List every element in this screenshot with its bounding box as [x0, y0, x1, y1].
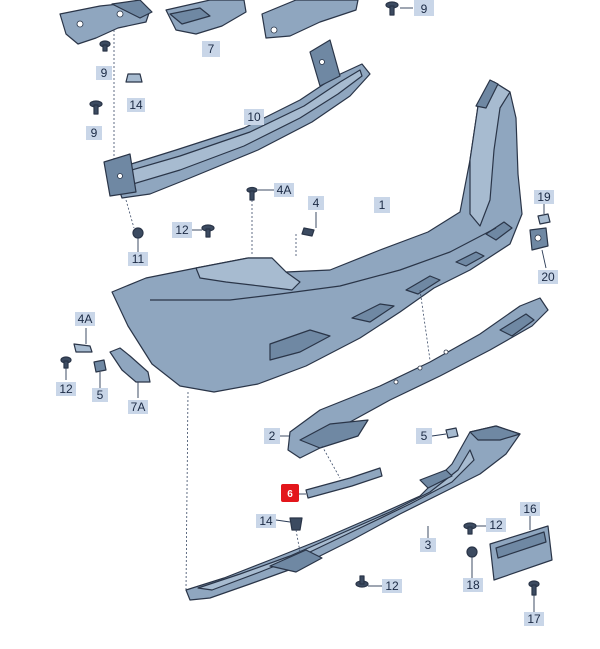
svg-text:9: 9	[101, 66, 108, 80]
svg-text:4A: 4A	[277, 183, 292, 197]
callout-6-selected[interactable]: 6	[281, 484, 299, 502]
callout-20[interactable]: 20	[538, 270, 558, 284]
callout-11[interactable]: 11	[128, 252, 148, 266]
callout-7A[interactable]: 7A	[128, 400, 148, 414]
callout-19[interactable]: 19	[534, 190, 554, 204]
clip-14-top	[125, 73, 143, 83]
svg-text:6: 6	[287, 489, 293, 500]
svg-text:5: 5	[421, 429, 428, 443]
bracket-7	[165, 0, 247, 35]
callout-3[interactable]: 3	[420, 538, 436, 552]
svg-text:4: 4	[313, 196, 320, 210]
svg-text:14: 14	[259, 514, 273, 528]
callout-12-left[interactable]: 12	[56, 382, 76, 396]
bracket-left-top	[59, 0, 153, 45]
callout-9-low[interactable]: 9	[86, 126, 102, 140]
callout-4A-left[interactable]: 4A	[75, 312, 95, 326]
svg-text:12: 12	[175, 223, 189, 237]
clip-9-left	[99, 40, 111, 52]
svg-text:14: 14	[129, 98, 143, 112]
nut-18	[466, 546, 478, 558]
svg-text:17: 17	[527, 612, 541, 626]
screw-9-low	[89, 100, 103, 115]
plate-bracket-16	[489, 525, 553, 581]
screw-12-mid	[201, 224, 215, 238]
callout-9-left[interactable]: 9	[96, 66, 112, 80]
callout-7[interactable]: 7	[202, 41, 220, 57]
screw-12-bottom	[355, 575, 369, 588]
svg-text:11: 11	[132, 252, 145, 266]
callout-12-bottom[interactable]: 12	[382, 579, 402, 593]
reflector-strip-6	[305, 467, 383, 499]
callout-14-bottom[interactable]: 14	[256, 514, 276, 528]
svg-text:7A: 7A	[131, 400, 146, 414]
svg-text:3: 3	[425, 538, 432, 552]
callout-12-mid[interactable]: 12	[172, 222, 192, 238]
nut-11	[132, 227, 144, 239]
crossbeam-10	[103, 39, 371, 199]
callout-10[interactable]: 10	[244, 109, 264, 125]
svg-text:12: 12	[385, 579, 399, 593]
clip-14-bottom	[289, 517, 303, 531]
svg-text:7: 7	[208, 42, 215, 56]
svg-text:16: 16	[523, 502, 537, 516]
svg-text:20: 20	[541, 270, 555, 284]
guide-7A	[109, 347, 151, 383]
svg-text:12: 12	[489, 518, 503, 532]
svg-text:12: 12	[59, 382, 73, 396]
screw-17	[528, 580, 540, 596]
clip-5-left	[93, 359, 107, 373]
bracket-right-top	[261, 0, 359, 39]
trim-strip-2	[287, 297, 549, 459]
sensor-holder-20	[529, 227, 549, 251]
callout-4A-top[interactable]: 4A	[274, 183, 294, 197]
callout-17[interactable]: 17	[524, 612, 544, 626]
clip-5-right	[445, 427, 459, 439]
callout-16[interactable]: 16	[520, 502, 540, 516]
svg-text:18: 18	[466, 578, 480, 592]
rivet-4A-left	[73, 343, 93, 353]
callout-9-top[interactable]: 9	[414, 0, 434, 16]
svg-text:9: 9	[421, 2, 428, 16]
svg-text:1: 1	[379, 198, 386, 212]
callout-2[interactable]: 2	[264, 428, 280, 444]
screw-9-top	[385, 1, 399, 16]
callout-12-right[interactable]: 12	[486, 518, 506, 532]
screw-12-right	[463, 522, 477, 535]
diffuser-3	[185, 425, 521, 601]
callout-14-top[interactable]: 14	[127, 98, 145, 112]
screw-12-left	[60, 356, 72, 369]
svg-text:19: 19	[537, 190, 551, 204]
callout-5-right[interactable]: 5	[416, 428, 432, 444]
clip-19	[537, 213, 551, 225]
svg-text:9: 9	[91, 126, 98, 140]
rivet-4A-top	[246, 186, 258, 201]
svg-text:2: 2	[269, 429, 276, 443]
svg-text:5: 5	[97, 388, 104, 402]
screw-4	[301, 227, 315, 237]
svg-text:10: 10	[247, 110, 261, 124]
callout-1[interactable]: 1	[374, 197, 390, 213]
callout-18[interactable]: 18	[463, 578, 483, 592]
callout-5-left[interactable]: 5	[92, 388, 108, 402]
callout-4[interactable]: 4	[308, 196, 324, 210]
bumper-cover-1	[111, 79, 523, 393]
svg-text:4A: 4A	[78, 312, 93, 326]
